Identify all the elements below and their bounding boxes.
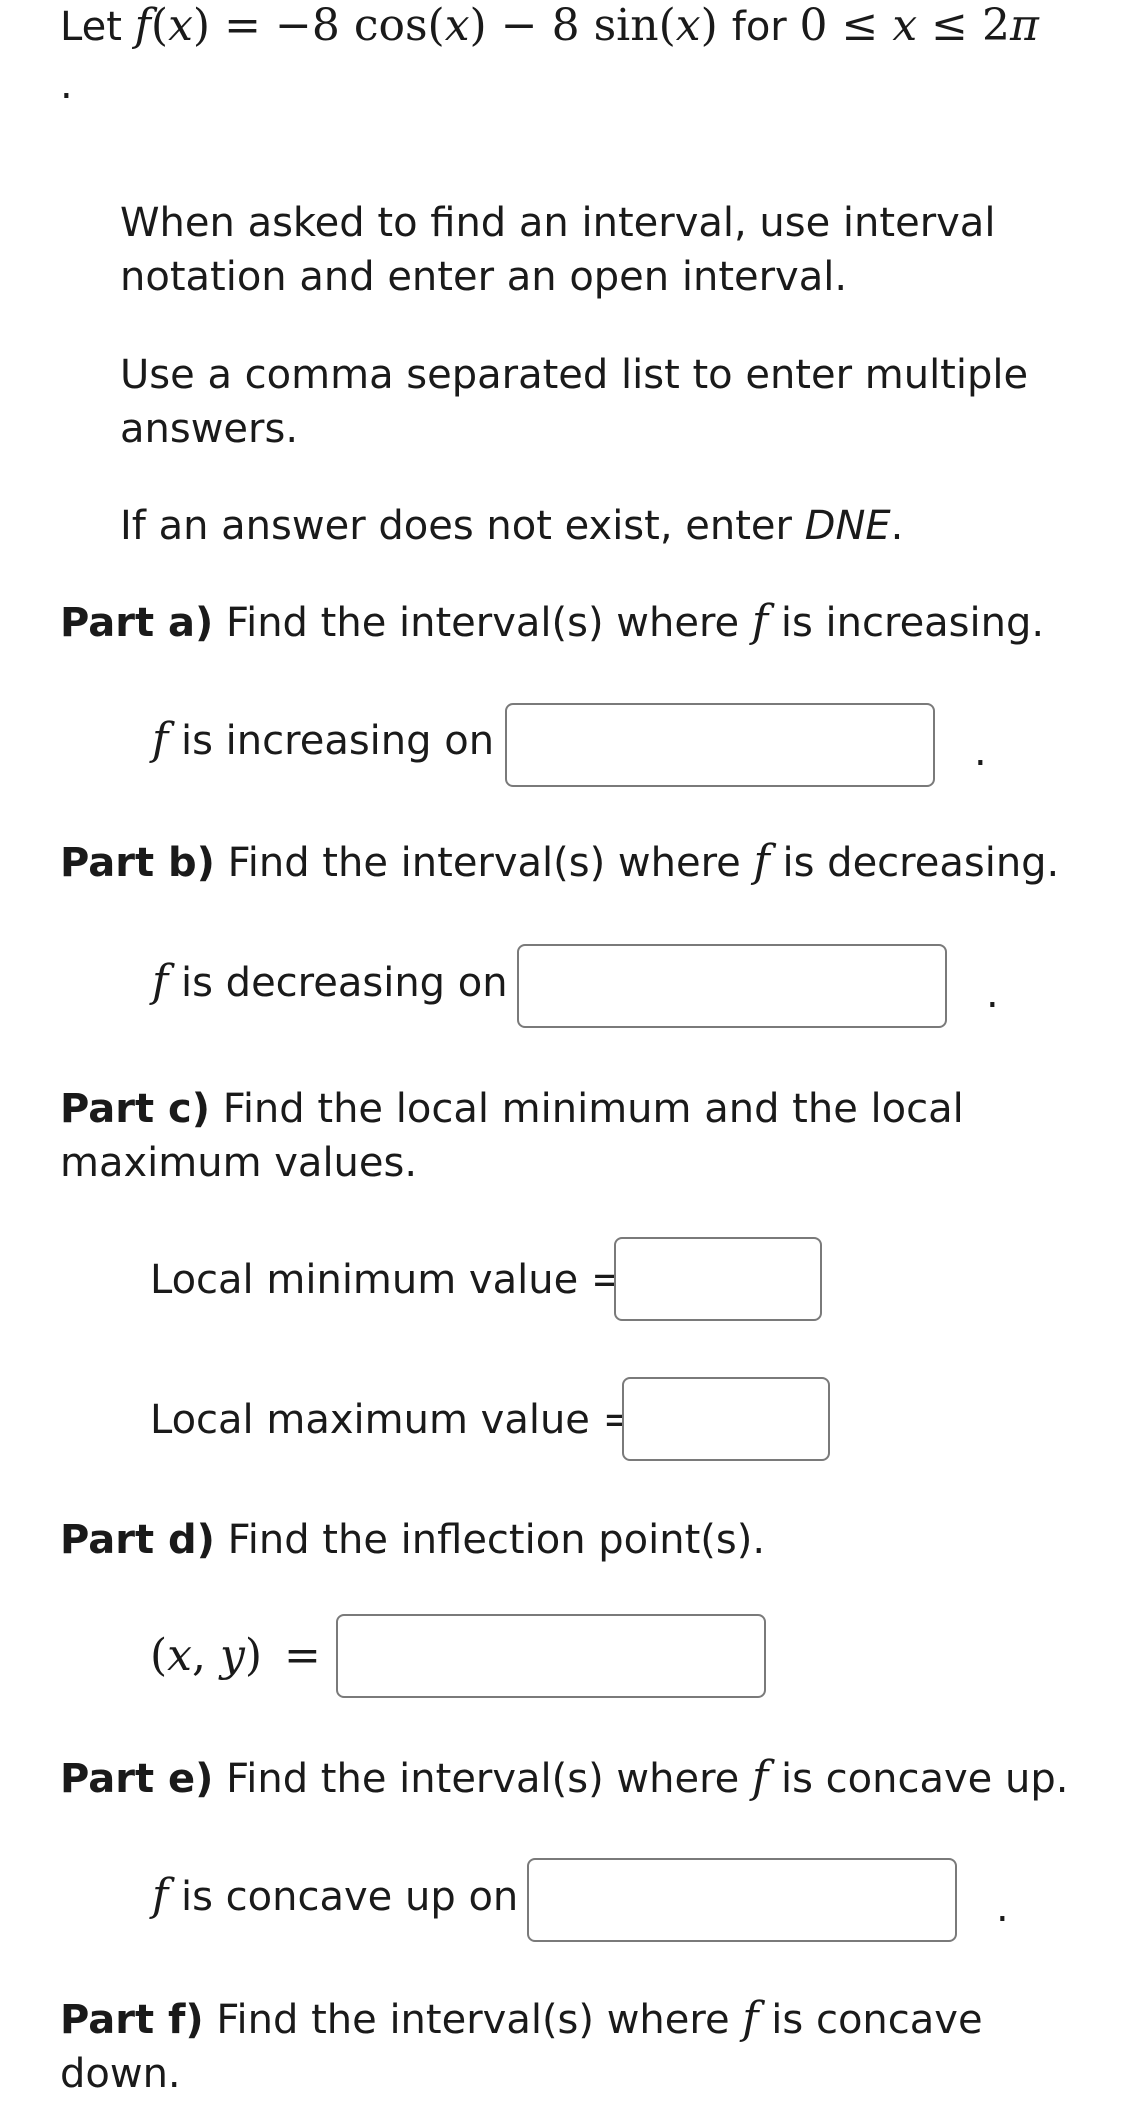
part-b-answer-label: f is decreasing on	[152, 956, 508, 1007]
part-f-label: Part f)	[60, 1997, 204, 2043]
part-c-label: Part c)	[60, 1086, 210, 1132]
part-d-label: Part d)	[60, 1517, 215, 1563]
concave-up-interval-input[interactable]	[527, 1858, 957, 1942]
dne-word: DNE	[804, 503, 891, 549]
part-b-end-dot: .	[986, 971, 999, 1017]
part-a-label: Part a)	[60, 600, 214, 646]
increasing-interval-input[interactable]	[505, 703, 935, 787]
part-d-prompt: Part d) Find the inflection point(s).	[60, 1517, 766, 1563]
instruction-dne: If an answer does not exist, enter DNE.	[120, 503, 904, 549]
function-definition: f(x) = −8 cos(x) − 8 sin(x)	[134, 0, 718, 51]
part-a-answer-label: f is increasing on	[152, 714, 495, 765]
let-word: Let	[60, 4, 122, 50]
part-f-prompt: Part f) Find the interval(s) where f is …	[60, 1993, 983, 2097]
local-min-label: Local minimum value =	[150, 1257, 625, 1303]
part-b-prompt: Part b) Find the interval(s) where f is …	[60, 836, 1060, 887]
domain-inequality: 0 ≤ x ≤ 2π	[799, 0, 1039, 51]
decreasing-interval-input[interactable]	[517, 944, 947, 1028]
part-b-label: Part b)	[60, 840, 215, 886]
local-max-label: Local maximum value =	[150, 1397, 637, 1443]
statement-end-dot: .	[60, 62, 73, 108]
part-e-label: Part e)	[60, 1756, 214, 1802]
part-e-answer-label: f is concave up on	[152, 1870, 519, 1921]
part-e-prompt: Part e) Find the interval(s) where f is …	[60, 1752, 1069, 1803]
part-c-prompt: Part c) Find the local minimum and the l…	[60, 1086, 964, 1186]
inflection-point-label: (x, y) =	[150, 1630, 321, 1681]
instruction-multiple: Use a comma separated list to enter mult…	[120, 352, 1029, 452]
problem-statement: Let f(x) = −8 cos(x) − 8 sin(x) for 0 ≤ …	[60, 2, 1039, 51]
part-e-end-dot: .	[996, 1885, 1009, 1931]
for-word: for	[731, 4, 787, 50]
instruction-interval: When asked to find an interval, use inte…	[120, 200, 996, 300]
part-a-prompt: Part a) Find the interval(s) where f is …	[60, 596, 1045, 647]
local-min-input[interactable]	[614, 1237, 822, 1321]
part-a-end-dot: .	[974, 729, 987, 775]
inflection-point-input[interactable]	[336, 1614, 766, 1698]
local-max-input[interactable]	[622, 1377, 830, 1461]
